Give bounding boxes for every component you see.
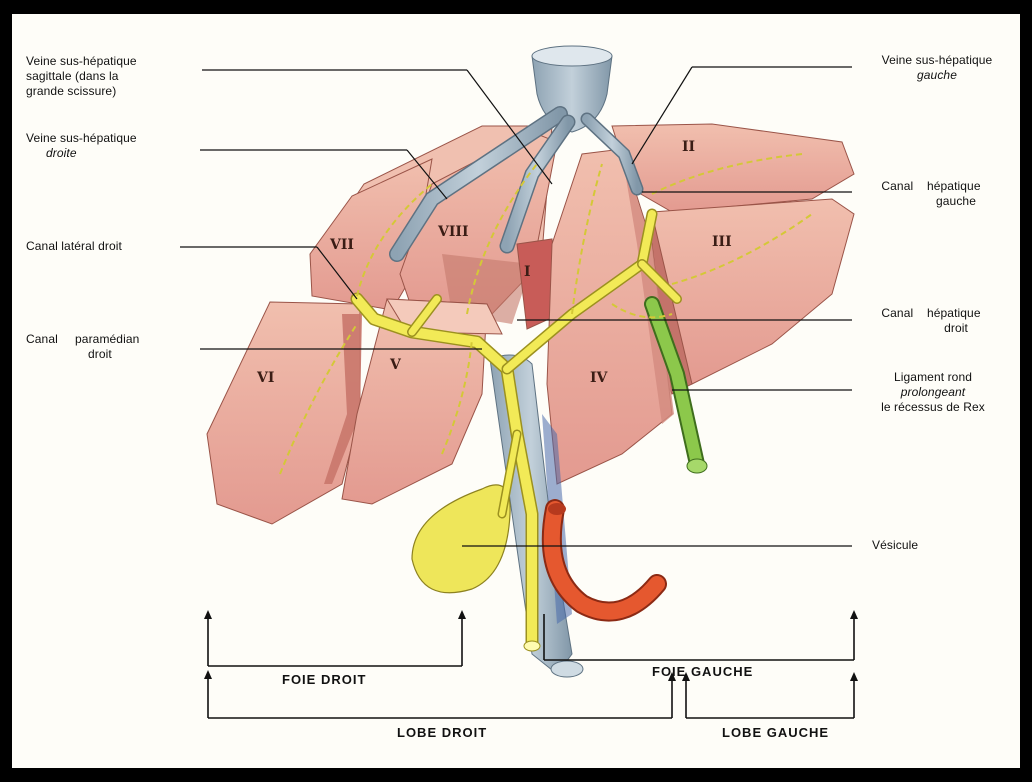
label-lateral-duct: Canal latéral droit xyxy=(26,239,122,254)
label-left-hepatic-vein: Veine sus-hépatique gauche xyxy=(862,53,1012,83)
segment-vi-label: VI xyxy=(256,370,274,386)
gallbladder xyxy=(412,485,510,593)
bracket-foie-droit: FOIE DROIT xyxy=(282,672,366,687)
segment-iv-label: IV xyxy=(590,370,609,386)
bracket-lobe-gauche: LOBE GAUCHE xyxy=(722,725,829,740)
segment-vii-label: VII xyxy=(329,237,354,253)
label-right-hepatic-vein: Veine sus-hépatique droite xyxy=(26,131,137,161)
label-round-ligament: Ligament rond prolongeant le récessus de… xyxy=(858,370,1008,415)
label-left-hepatic-duct: Canal hépatique gauche xyxy=(866,179,996,209)
segment-i-label: I xyxy=(524,264,531,280)
segment-v-label: V xyxy=(389,357,402,373)
diagram-panel: VI V VII VIII I IV II III xyxy=(12,14,1020,768)
label-paramedian-duct: Canal paramédian droit xyxy=(26,332,139,362)
segment-ii-label: II xyxy=(682,139,695,155)
segment-iii-label: III xyxy=(712,234,732,250)
bracket-lobe-droit: LOBE DROIT xyxy=(397,725,487,740)
label-sagittal-vein: Veine sus-hépatique sagittale (dans la g… xyxy=(26,54,137,99)
label-right-hepatic-duct: Canal hépatique droit xyxy=(866,306,996,336)
segment-vi xyxy=(207,302,360,524)
label-gallbladder: Vésicule xyxy=(872,538,918,553)
segment-viii-label: VIII xyxy=(437,224,469,240)
bracket-foie-gauche: FOIE GAUCHE xyxy=(652,664,753,679)
